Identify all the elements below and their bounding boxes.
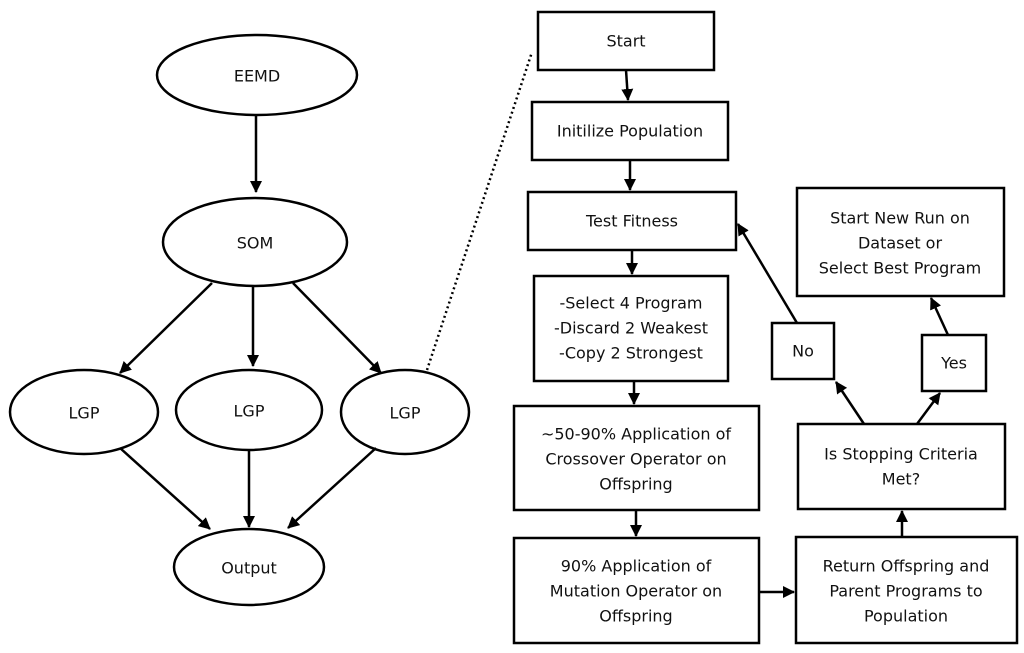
arrow-lgp-left-to-output [119, 447, 211, 530]
box-no: No [770, 321, 836, 381]
box-test-fitness: Test Fitness [526, 190, 738, 252]
node-som: SOM [161, 196, 349, 288]
box-init-population: Initilize Population [530, 100, 730, 162]
select-line-2: -Discard 2 Weakest [554, 319, 708, 338]
arrow-lgp-right-to-output [287, 447, 377, 529]
return-line-3: Population [864, 607, 948, 626]
eemd-label: EEMD [234, 67, 280, 86]
return-line-1: Return Offspring and [823, 557, 990, 576]
arrow-som-to-lgp-left [119, 282, 213, 374]
crossover-line-1: ~50-90% Application of [541, 425, 731, 444]
box-new-run: Start New Run on Dataset or Select Best … [795, 186, 1006, 298]
box-return-offspring: Return Offspring and Parent Programs to … [794, 535, 1019, 645]
lgp-left-label: LGP [69, 404, 100, 423]
node-eemd: EEMD [155, 33, 359, 117]
new-run-line-2: Dataset or [858, 234, 943, 253]
box-crossover: ~50-90% Application of Crossover Operato… [512, 404, 761, 512]
mutation-line-3: Offspring [599, 607, 672, 626]
stopping-line-2: Met? [882, 470, 920, 489]
dotted-connector [425, 51, 534, 371]
lgp-right-label: LGP [390, 404, 421, 423]
arrow-som-to-lgp-right [292, 282, 382, 374]
box-start: Start [536, 10, 716, 72]
return-line-2: Parent Programs to [829, 582, 982, 601]
output-label: Output [221, 559, 277, 578]
lgp-center-label: LGP [234, 402, 265, 421]
arrow-yes-to-new-run [929, 297, 950, 336]
arrow-stopping-to-yes [915, 392, 942, 425]
new-run-line-1: Start New Run on [830, 209, 970, 228]
box-mutation: 90% Application of Mutation Operator on … [512, 536, 761, 645]
node-lgp-center: LGP [174, 368, 324, 452]
stopping-line-1: Is Stopping Criteria [824, 445, 978, 464]
node-lgp-left: LGP [8, 368, 160, 456]
box-selection: -Select 4 Program -Discard 2 Weakest -Co… [532, 274, 730, 383]
crossover-line-2: Crossover Operator on [545, 450, 726, 469]
arrow-no-to-fitness [736, 223, 799, 324]
crossover-line-3: Offspring [599, 475, 672, 494]
select-line-1: -Select 4 Program [560, 294, 703, 313]
mutation-line-2: Mutation Operator on [550, 582, 722, 601]
node-output: Output [172, 527, 326, 607]
box-stopping-criteria: Is Stopping Criteria Met? [796, 422, 1007, 511]
arrow-start-to-init [621, 69, 634, 101]
node-lgp-right: LGP [339, 368, 471, 456]
start-label: Start [606, 32, 645, 51]
new-run-line-3: Select Best Program [819, 259, 981, 278]
no-label: No [792, 342, 814, 361]
som-label: SOM [237, 234, 274, 253]
init-label: Initilize Population [557, 122, 703, 141]
arrow-stopping-to-no [834, 381, 866, 425]
fitness-label: Test Fitness [585, 212, 678, 231]
mutation-line-1: 90% Application of [561, 557, 712, 576]
box-yes: Yes [920, 333, 988, 393]
yes-label: Yes [940, 354, 967, 373]
select-line-3: -Copy 2 Strongest [559, 344, 703, 363]
